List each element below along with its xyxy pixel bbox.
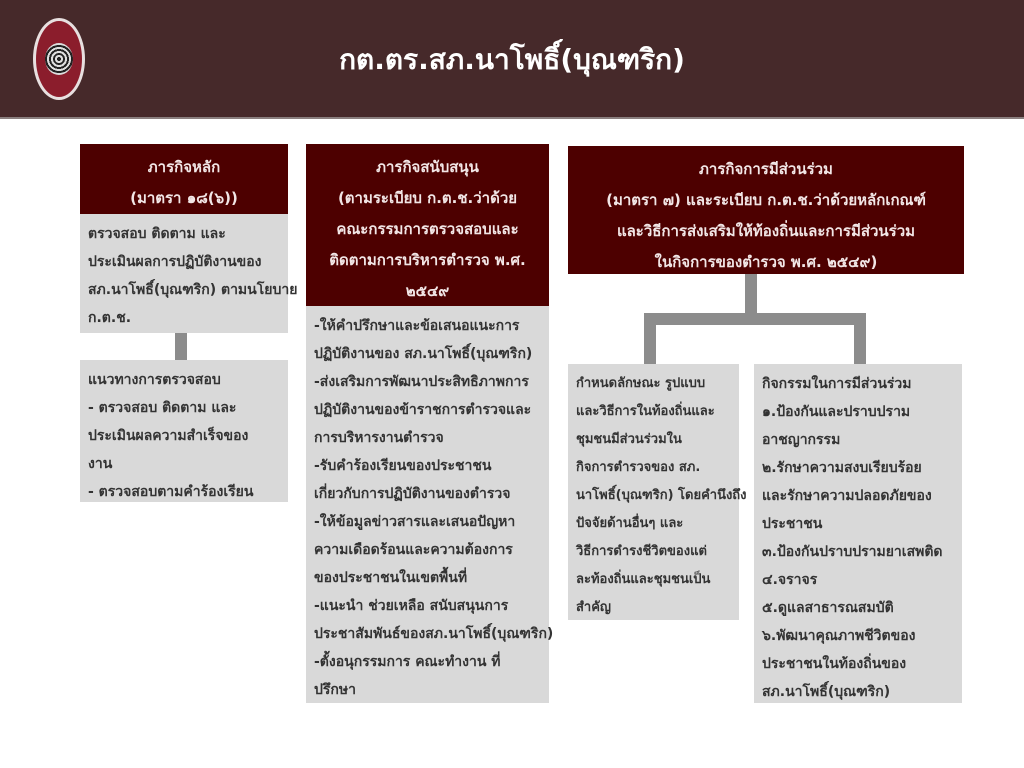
police-seal-logo: [33, 18, 85, 100]
support-mission-body: -ให้คำปรึกษาและข้อเสนอแนะการปฏิบัติงานขอ…: [306, 306, 554, 703]
text-line: ๒.รักษาความสงบเรียบร้อย: [762, 460, 922, 476]
main-mission-heading: ภารกิจหลัก (มาตรา ๑๘(๖)): [80, 144, 288, 214]
text-line: ของประชาชนในเขตพื้นที่: [314, 570, 468, 586]
main-mission-body: ตรวจสอบ ติดตาม และประเมินผลการปฏิบัติงาน…: [80, 214, 298, 333]
text-line: อาชญากรรม: [762, 432, 841, 448]
text-line: ประเมินผลความสำเร็จของ: [88, 428, 249, 444]
text-line: แนวทางการตรวจสอบ: [88, 372, 221, 388]
connector-line: [175, 333, 187, 360]
text-line: -ให้คำปรึกษาและข้อเสนอแนะการ: [314, 318, 520, 334]
text-line: -ตั้งอนุกรรมการ คณะทำงาน ที่: [314, 654, 501, 670]
text-line: ความเดือดร้อนและความต้องการ: [314, 542, 513, 558]
text-line: ภารกิจการมีส่วนร่วม: [699, 160, 833, 178]
text-line: ปรึกษา: [314, 682, 356, 698]
text-line: (ตามระเบียบ ก.ต.ช.ว่าด้วย: [337, 189, 518, 207]
text-line: ๒๕๔๙: [405, 282, 450, 300]
text-line: ภารกิจหลัก: [147, 158, 221, 176]
text-line: สภ.นาโพธิ์(บุณฑริก): [762, 684, 891, 700]
text-line: ๑.ป้องกันและปราบปราม: [762, 404, 911, 420]
text-line: ปัจจัยด้านอื่นๆ และ: [576, 516, 684, 531]
page-title: กต.ตร.สภ.นาโพธิ์(บุณฑริก): [339, 43, 685, 76]
text-line: - ตรวจสอบตามคำร้องเรียน: [88, 484, 254, 500]
text-line: -แนะนำ ช่วยเหลือ สนับสนุนการ: [314, 598, 509, 614]
text-line: และวิธีการส่งเสริมให้ท้องถิ่นและการมีส่ว…: [616, 222, 916, 240]
text-line: งาน: [88, 456, 113, 472]
text-line: กิจกรรมในการมีส่วนร่วม: [762, 376, 912, 392]
text-line: ๔.จราจร: [762, 572, 818, 588]
text-line: ประชาสัมพันธ์ของสภ.นาโพธิ์(บุณฑริก): [314, 626, 554, 642]
participation-mission-heading: ภารกิจการมีส่วนร่วม (มาตรา ๗) และระเบียบ …: [568, 146, 964, 274]
connector-line: [644, 313, 656, 365]
text-line: ประเมินผลการปฏิบัติงานของ: [88, 254, 262, 270]
connector-line: [745, 274, 757, 320]
text-line: และรักษาความปลอดภัยของ: [762, 488, 932, 504]
text-line: - ตรวจสอบ ติดตาม และ: [88, 400, 237, 416]
text-line: ละท้องถิ่นและชุมชนเป็น: [576, 572, 711, 587]
text-line: และวิธีการในท้องถิ่นและ: [576, 404, 715, 419]
text-line: ประชาชนในท้องถิ่นของ: [762, 656, 907, 672]
text-line: ในกิจการของตำรวจ พ.ศ. ๒๕๔๙): [654, 253, 878, 271]
text-line: ๓.ป้องกันปราบปรามยาเสพติด: [762, 544, 943, 560]
text-line: วิธีการดำรงชีวิตของแต่: [576, 544, 707, 559]
text-line: ก.ต.ช.: [88, 310, 132, 326]
text-line: ตรวจสอบ ติดตาม และ: [88, 226, 226, 242]
support-mission-heading: ภารกิจสนับสนุน (ตามระเบียบ ก.ต.ช.ว่าด้วยค…: [306, 144, 549, 306]
header-bar: กต.ตร.สภ.นาโพธิ์(บุณฑริก): [0, 0, 1024, 119]
text-line: นาโพธิ์(บุณฑริก) โดยคำนึงถึง: [576, 488, 747, 503]
text-line: การบริหารงานตำรวจ: [314, 430, 444, 446]
text-line: เกี่ยวกับการปฏิบัติงานของตำรวจ: [314, 486, 511, 502]
text-line: กิจการตำรวจของ สภ.: [576, 460, 701, 475]
text-line: ประชาชน: [762, 516, 823, 532]
inspection-guideline-box: แนวทางการตรวจสอบ - ตรวจสอบ ติดตาม และประเ…: [80, 360, 288, 502]
text-line: กำหนดลักษณะ รูปแบบ: [576, 376, 706, 391]
participation-activities-box: กิจกรรมในการมีส่วนร่วม๑.ป้องกันและปราบปร…: [754, 364, 962, 703]
text-line: (มาตรา ๗) และระเบียบ ก.ต.ช.ว่าด้วยหลักเก…: [606, 191, 926, 209]
text-line: -ส่งเสริมการพัฒนาประสิทธิภาพการ: [314, 374, 529, 390]
text-line: -รับคำร้องเรียนของประชาชน: [314, 458, 492, 474]
text-line: สำคัญ: [576, 600, 612, 615]
seal-emblem-icon: [45, 43, 73, 75]
text-line: คณะกรรมการตรวจสอบและ: [336, 220, 519, 238]
text-line: ๖.พัฒนาคุณภาพชีวิตของ: [762, 628, 916, 644]
text-line: -ให้ข้อมูลข่าวสารและเสนอปัญหา: [314, 514, 516, 530]
text-line: ชุมชนมีส่วนร่วมใน: [576, 432, 682, 447]
connector-line: [644, 313, 866, 325]
text-line: ติดตามการบริหารตำรวจ พ.ศ.: [329, 251, 526, 269]
participation-form-box: กำหนดลักษณะ รูปแบบและวิธีการในท้องถิ่นแล…: [568, 364, 747, 620]
text-line: (มาตรา ๑๘(๖)): [130, 189, 238, 207]
connector-line: [854, 313, 866, 365]
text-line: ปฏิบัติงานของข้าราชการตำรวจและ: [314, 402, 532, 418]
text-line: ๕.ดูแลสาธารณสมบัติ: [762, 600, 894, 616]
text-line: ภารกิจสนับสนุน: [376, 158, 479, 176]
text-line: สภ.นาโพธิ์(บุณฑริก) ตามนโยบาย: [88, 282, 298, 298]
text-line: ปฏิบัติงานของ สภ.นาโพธิ์(บุณฑริก): [314, 346, 533, 362]
